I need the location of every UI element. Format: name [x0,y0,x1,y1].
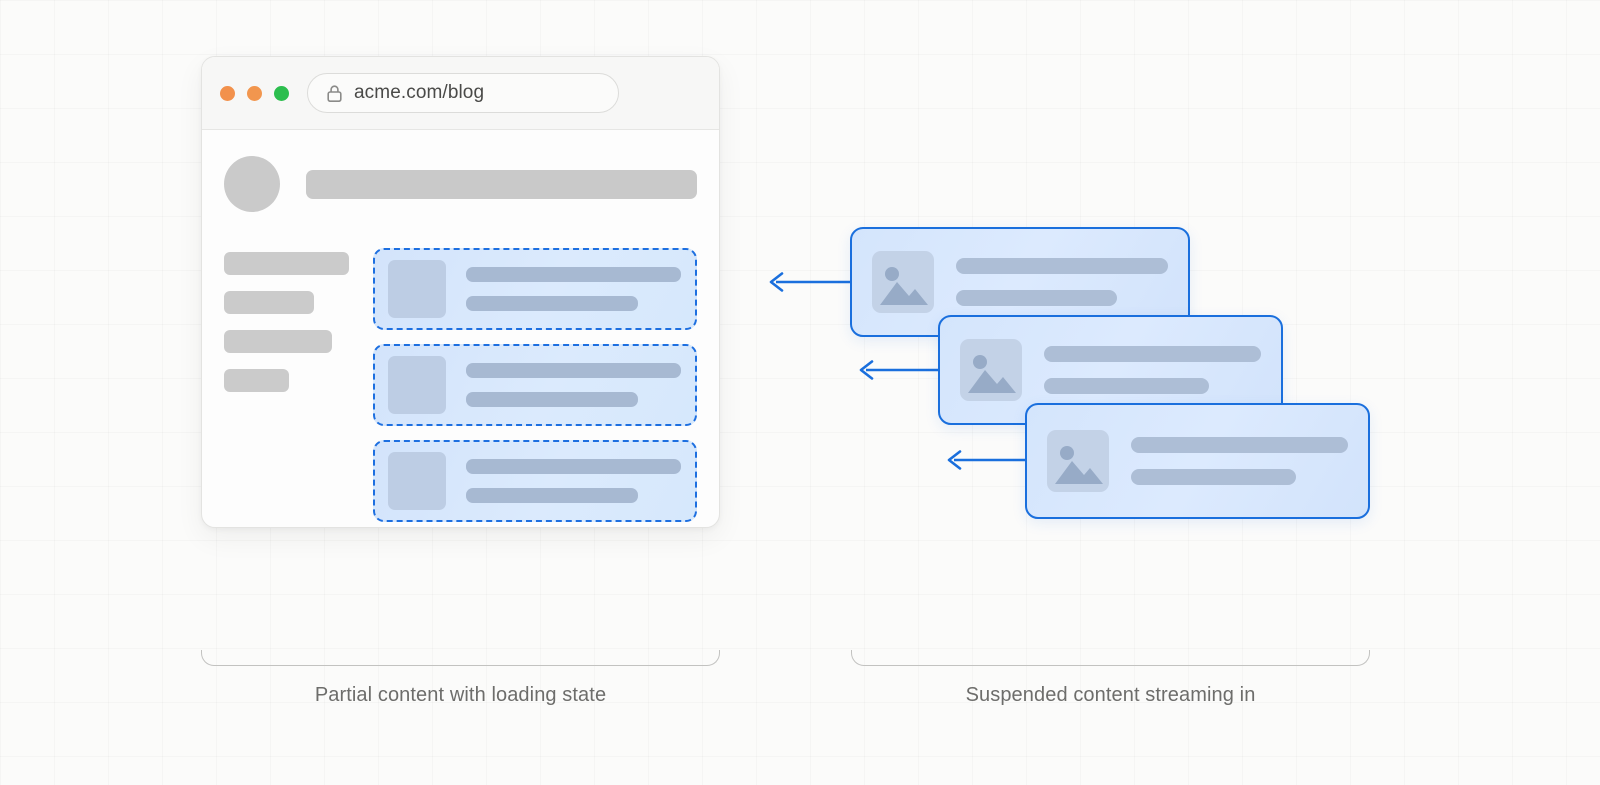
bracket-right [851,650,1370,666]
side-nav-skeleton [224,248,349,408]
minimize-dot[interactable] [247,85,262,101]
bracket-left [201,650,720,666]
nav-bar-skeleton [224,252,349,275]
image-thumb-placeholder [388,452,446,510]
image-thumb-placeholder [388,356,446,414]
stream-card [1025,403,1370,519]
arrow-left-1 [769,272,860,292]
text-line [1044,346,1261,362]
nav-bar-skeleton [224,291,314,314]
url-text: acme.com/blog [354,82,485,103]
caption-left: Partial content with loading state [314,684,607,706]
feed-skeleton [373,248,697,522]
text-line-short [1131,469,1296,485]
loading-card [373,344,697,426]
text-line [1131,437,1348,453]
text-line [466,267,681,282]
stream-card [850,227,1190,337]
loading-card [373,440,697,522]
card-text-lines [1044,346,1261,394]
traffic-lights [220,85,289,101]
nav-bar-skeleton [224,369,289,392]
text-line-short [466,392,638,407]
text-line [466,459,681,474]
address-bar[interactable]: acme.com/blog [307,73,619,113]
page-header-skeleton [224,156,697,212]
arrow-left-3 [947,450,1035,470]
text-line-short [1044,378,1209,394]
card-text-lines [1131,437,1348,485]
streaming-card-stack [760,215,1380,535]
card-text-lines [466,459,681,503]
text-line-short [466,296,638,311]
lock-icon [326,84,343,103]
card-text-lines [466,363,681,407]
text-line-short [466,488,638,503]
maximize-dot[interactable] [274,85,289,101]
viewport-body [224,248,697,522]
close-dot[interactable] [220,85,235,101]
loading-card [373,248,697,330]
browser-chrome: acme.com/blog [202,57,719,130]
image-placeholder-icon [1047,430,1109,492]
arrow-left-2 [859,360,948,380]
browser-window: acme.com/blog [201,56,720,528]
text-line [466,363,681,378]
nav-bar-skeleton [224,330,332,353]
card-text-lines [956,258,1168,306]
card-text-lines [466,267,681,311]
caption-right: Suspended content streaming in [965,684,1256,706]
title-bar-skeleton [306,169,697,199]
text-line-short [956,290,1118,306]
browser-viewport [202,130,719,527]
avatar-skeleton [224,156,280,212]
image-thumb-placeholder [388,260,446,318]
image-placeholder-icon [872,251,934,313]
image-placeholder-icon [960,339,1022,401]
text-line [956,258,1168,274]
